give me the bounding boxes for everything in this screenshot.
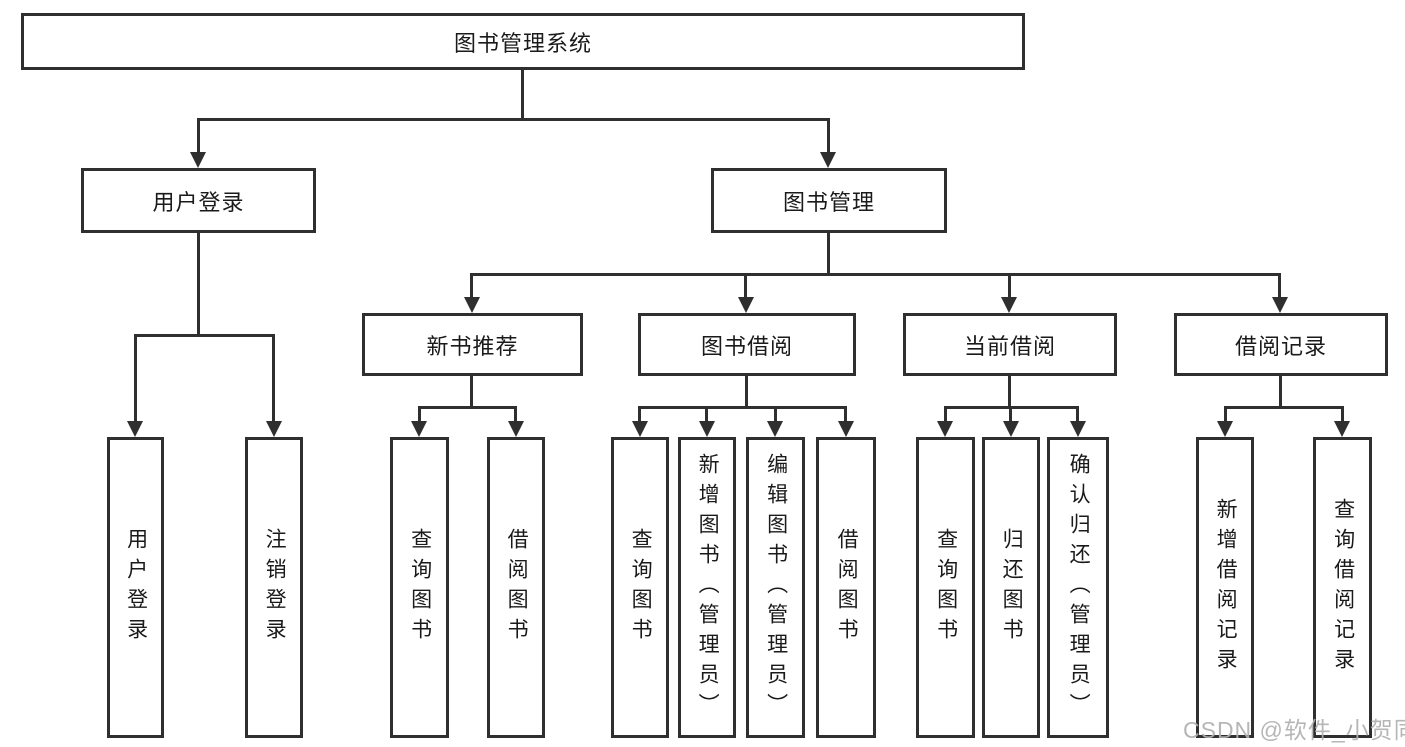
- connector-line: [470, 273, 473, 298]
- connector-line: [1279, 376, 1282, 406]
- leaf-logout-label: 注销登录: [263, 527, 287, 648]
- arrowhead-down-icon: [1070, 421, 1086, 437]
- connector-line: [944, 406, 947, 422]
- connector-line: [521, 70, 524, 118]
- connector-line: [1009, 406, 1012, 422]
- arrowhead-down-icon: [767, 421, 783, 437]
- node-book-borrowing: 图书借阅: [638, 313, 856, 376]
- leaf-query-books-current: 查询图书: [916, 437, 975, 738]
- connector-line: [1008, 273, 1011, 298]
- node-current-borrowing: 当前借阅: [903, 313, 1117, 376]
- connector-line: [272, 334, 275, 422]
- leaf-edit-books-admin: 编辑图书（管理员）: [746, 437, 805, 738]
- arrowhead-down-icon: [738, 297, 754, 313]
- node-book-management: 图书管理: [711, 168, 947, 233]
- leaf-add-borrow-record: 新增借阅记录: [1196, 437, 1254, 738]
- leaf-edit-books-admin-label: 编辑图书（管理员）: [764, 452, 788, 723]
- connector-line: [1278, 273, 1281, 298]
- leaf-borrow-books: 借阅图书: [816, 437, 876, 738]
- node-new-book-recommend-label: 新书推荐: [426, 333, 519, 359]
- node-user-login-label: 用户登录: [152, 189, 245, 215]
- leaf-logout: 注销登录: [245, 437, 303, 738]
- connector-line: [1224, 406, 1227, 422]
- arrowhead-down-icon: [699, 421, 715, 437]
- connector-line: [745, 376, 748, 406]
- csdn-watermark: CSDN @软件_小贺同学: [1183, 717, 1405, 743]
- connector-line: [639, 406, 846, 409]
- connector-line: [418, 406, 516, 409]
- arrowhead-down-icon: [127, 421, 143, 437]
- connector-line: [197, 118, 200, 153]
- leaf-return-books: 归还图书: [982, 437, 1040, 738]
- arrowhead-down-icon: [464, 297, 480, 313]
- connector-line: [844, 406, 847, 422]
- leaf-add-books-admin-label: 新增图书（管理员）: [696, 452, 720, 723]
- arrowhead-down-icon: [1272, 297, 1288, 313]
- node-borrowing-records-label: 借阅记录: [1234, 333, 1327, 359]
- connector-line: [705, 406, 708, 422]
- leaf-confirm-return-admin-label: 确认归还（管理员）: [1067, 452, 1091, 723]
- connector-line: [1341, 406, 1344, 422]
- arrowhead-down-icon: [632, 421, 648, 437]
- arrowhead-down-icon: [937, 421, 953, 437]
- arrowhead-down-icon: [508, 421, 524, 437]
- leaf-query-borrow-record: 查询借阅记录: [1313, 437, 1372, 738]
- node-new-book-recommend: 新书推荐: [362, 313, 583, 376]
- leaf-query-borrow-record-label: 查询借阅记录: [1331, 497, 1355, 678]
- connector-line: [514, 406, 517, 422]
- connector-line: [418, 406, 421, 422]
- node-user-login: 用户登录: [81, 168, 316, 233]
- node-borrowing-records: 借阅记录: [1174, 313, 1388, 376]
- arrowhead-down-icon: [411, 421, 427, 437]
- connector-line: [1224, 406, 1343, 409]
- arrowhead-down-icon: [190, 152, 206, 168]
- leaf-query-books-borrowing-label: 查询图书: [629, 527, 653, 648]
- leaf-user-login-label: 用户登录: [124, 527, 148, 648]
- connector-line: [471, 273, 1281, 276]
- arrowhead-down-icon: [820, 152, 836, 168]
- node-current-borrowing-label: 当前借阅: [963, 333, 1056, 359]
- node-root: 图书管理系统: [21, 13, 1025, 70]
- leaf-borrow-books-recommend-label: 借阅图书: [505, 527, 529, 648]
- connector-line: [827, 118, 830, 153]
- leaf-query-books-recommend-label: 查询图书: [408, 527, 432, 648]
- connector-line: [744, 273, 747, 298]
- connector-line: [197, 233, 200, 334]
- leaf-add-books-admin: 新增图书（管理员）: [678, 437, 736, 738]
- connector-line: [134, 334, 274, 337]
- leaf-return-books-label: 归还图书: [1000, 527, 1024, 648]
- leaf-confirm-return-admin: 确认归还（管理员）: [1047, 437, 1109, 738]
- node-book-management-label: 图书管理: [782, 189, 875, 215]
- connector-line: [1008, 376, 1011, 406]
- arrowhead-down-icon: [1334, 421, 1350, 437]
- arrowhead-down-icon: [1001, 297, 1017, 313]
- node-book-borrowing-label: 图书借阅: [700, 333, 793, 359]
- leaf-query-books-current-label: 查询图书: [934, 527, 958, 648]
- leaf-query-books-recommend: 查询图书: [390, 437, 449, 738]
- node-root-label: 图书管理系统: [453, 30, 592, 56]
- arrowhead-down-icon: [838, 421, 854, 437]
- connector-line: [470, 376, 473, 406]
- arrowhead-down-icon: [266, 421, 282, 437]
- connector-line: [197, 118, 830, 121]
- leaf-borrow-books-label: 借阅图书: [835, 527, 859, 648]
- leaf-borrow-books-recommend: 借阅图书: [487, 437, 545, 738]
- connector-line: [1076, 406, 1079, 422]
- arrowhead-down-icon: [1003, 421, 1019, 437]
- connector-line: [827, 233, 830, 273]
- leaf-query-books-borrowing: 查询图书: [611, 437, 669, 738]
- connector-line: [638, 406, 641, 422]
- arrowhead-down-icon: [1217, 421, 1233, 437]
- connector-line: [134, 334, 137, 422]
- connector-line: [774, 406, 777, 422]
- leaf-add-borrow-record-label: 新增借阅记录: [1214, 497, 1238, 678]
- leaf-user-login: 用户登录: [107, 437, 164, 738]
